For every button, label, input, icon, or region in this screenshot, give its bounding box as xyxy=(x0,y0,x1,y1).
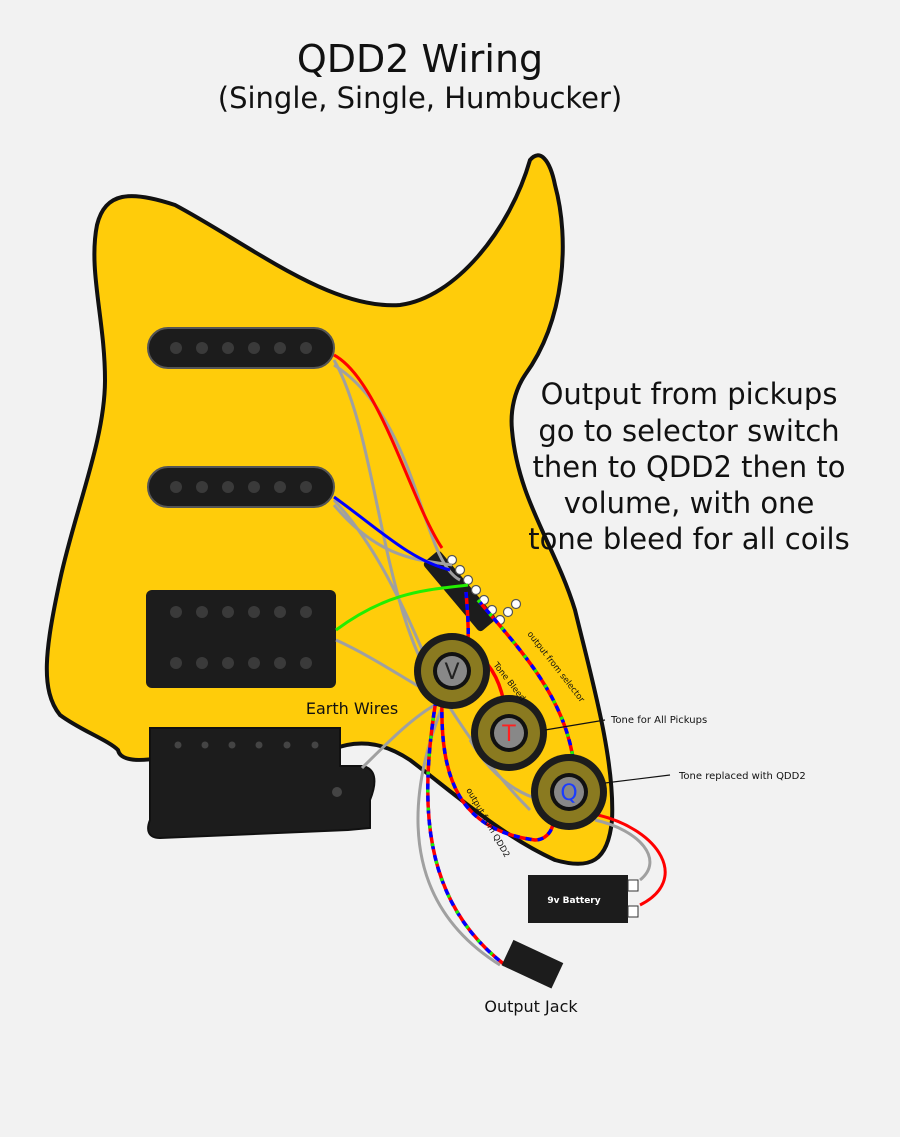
battery-label: 9v Battery xyxy=(547,896,600,906)
blue-wire xyxy=(333,495,451,572)
bridge-screws xyxy=(174,741,342,797)
earth-wires-label: Earth Wires xyxy=(306,699,398,718)
note-line-3: then to QDD2 then to xyxy=(533,450,846,484)
volume-pot: V xyxy=(414,633,490,709)
volume-knob-letter: V xyxy=(444,660,459,685)
bridge-humbucker-pickup xyxy=(146,590,336,688)
note-line-4: volume, with one xyxy=(564,486,815,520)
bridge xyxy=(147,727,376,840)
note-line-5: tone bleed for all coils xyxy=(528,522,849,556)
explanation-note: Output from pickups go to selector switc… xyxy=(528,377,849,556)
neck-single-coil-pickup xyxy=(147,327,335,369)
qdd2-knob-letter: Q xyxy=(560,781,577,806)
tone-all-label: Tone for All Pickups xyxy=(610,715,707,726)
pickup-pole-pieces xyxy=(170,606,312,669)
diagram-subtitle: (Single, Single, Humbucker) xyxy=(218,81,623,115)
note-line-1: Output from pickups xyxy=(541,377,838,411)
output-jack xyxy=(501,939,564,989)
diagram-title: QDD2 Wiring xyxy=(297,37,543,81)
tone-replaced-label: Tone replaced with QDD2 xyxy=(678,771,806,782)
note-line-2: go to selector switch xyxy=(538,414,839,448)
red-wire xyxy=(333,353,444,549)
pickup-pole-pieces xyxy=(170,342,312,354)
output-jack-label: Output Jack xyxy=(484,997,578,1016)
callout-lines xyxy=(544,719,671,784)
battery: 9v Battery xyxy=(528,875,639,923)
battery-red-wire xyxy=(597,813,667,907)
middle-single-coil-pickup xyxy=(147,466,335,508)
tone-knob-letter: T xyxy=(501,722,516,747)
pickup-pole-pieces xyxy=(170,481,312,493)
tone-pot: T xyxy=(471,695,547,771)
qdd2-pot: Q xyxy=(531,754,607,830)
green-wire xyxy=(335,583,469,632)
